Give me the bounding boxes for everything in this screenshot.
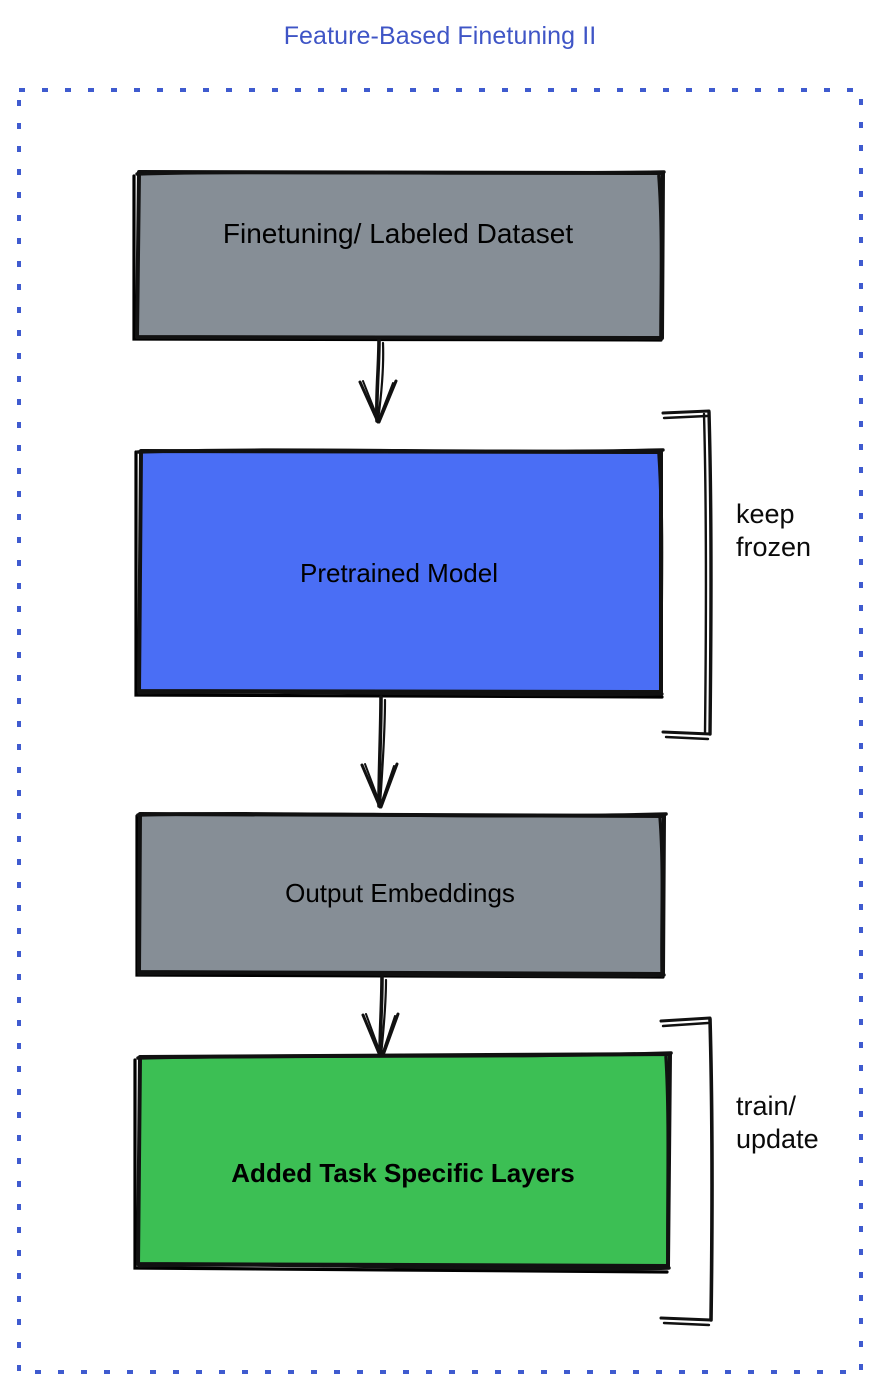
page-title: Feature-Based Finetuning II — [283, 22, 597, 50]
arrow-embeddings-to-tasklayers — [361, 975, 400, 1060]
node-pretrained-model[interactable] — [134, 448, 665, 699]
bracket-train-update — [659, 1016, 714, 1327]
annotation-keep-frozen: keep frozen — [736, 499, 812, 562]
node-dataset[interactable] — [132, 170, 666, 342]
bracket-keep-frozen — [661, 409, 713, 741]
arrow-pretrained-to-embeddings — [360, 695, 399, 809]
node-added-task-specific-layers[interactable] — [133, 1051, 673, 1274]
annotation-train-update: train/ update — [736, 1091, 819, 1154]
node-output-embeddings[interactable] — [135, 812, 668, 979]
arrow-dataset-to-pretrained — [358, 338, 398, 424]
